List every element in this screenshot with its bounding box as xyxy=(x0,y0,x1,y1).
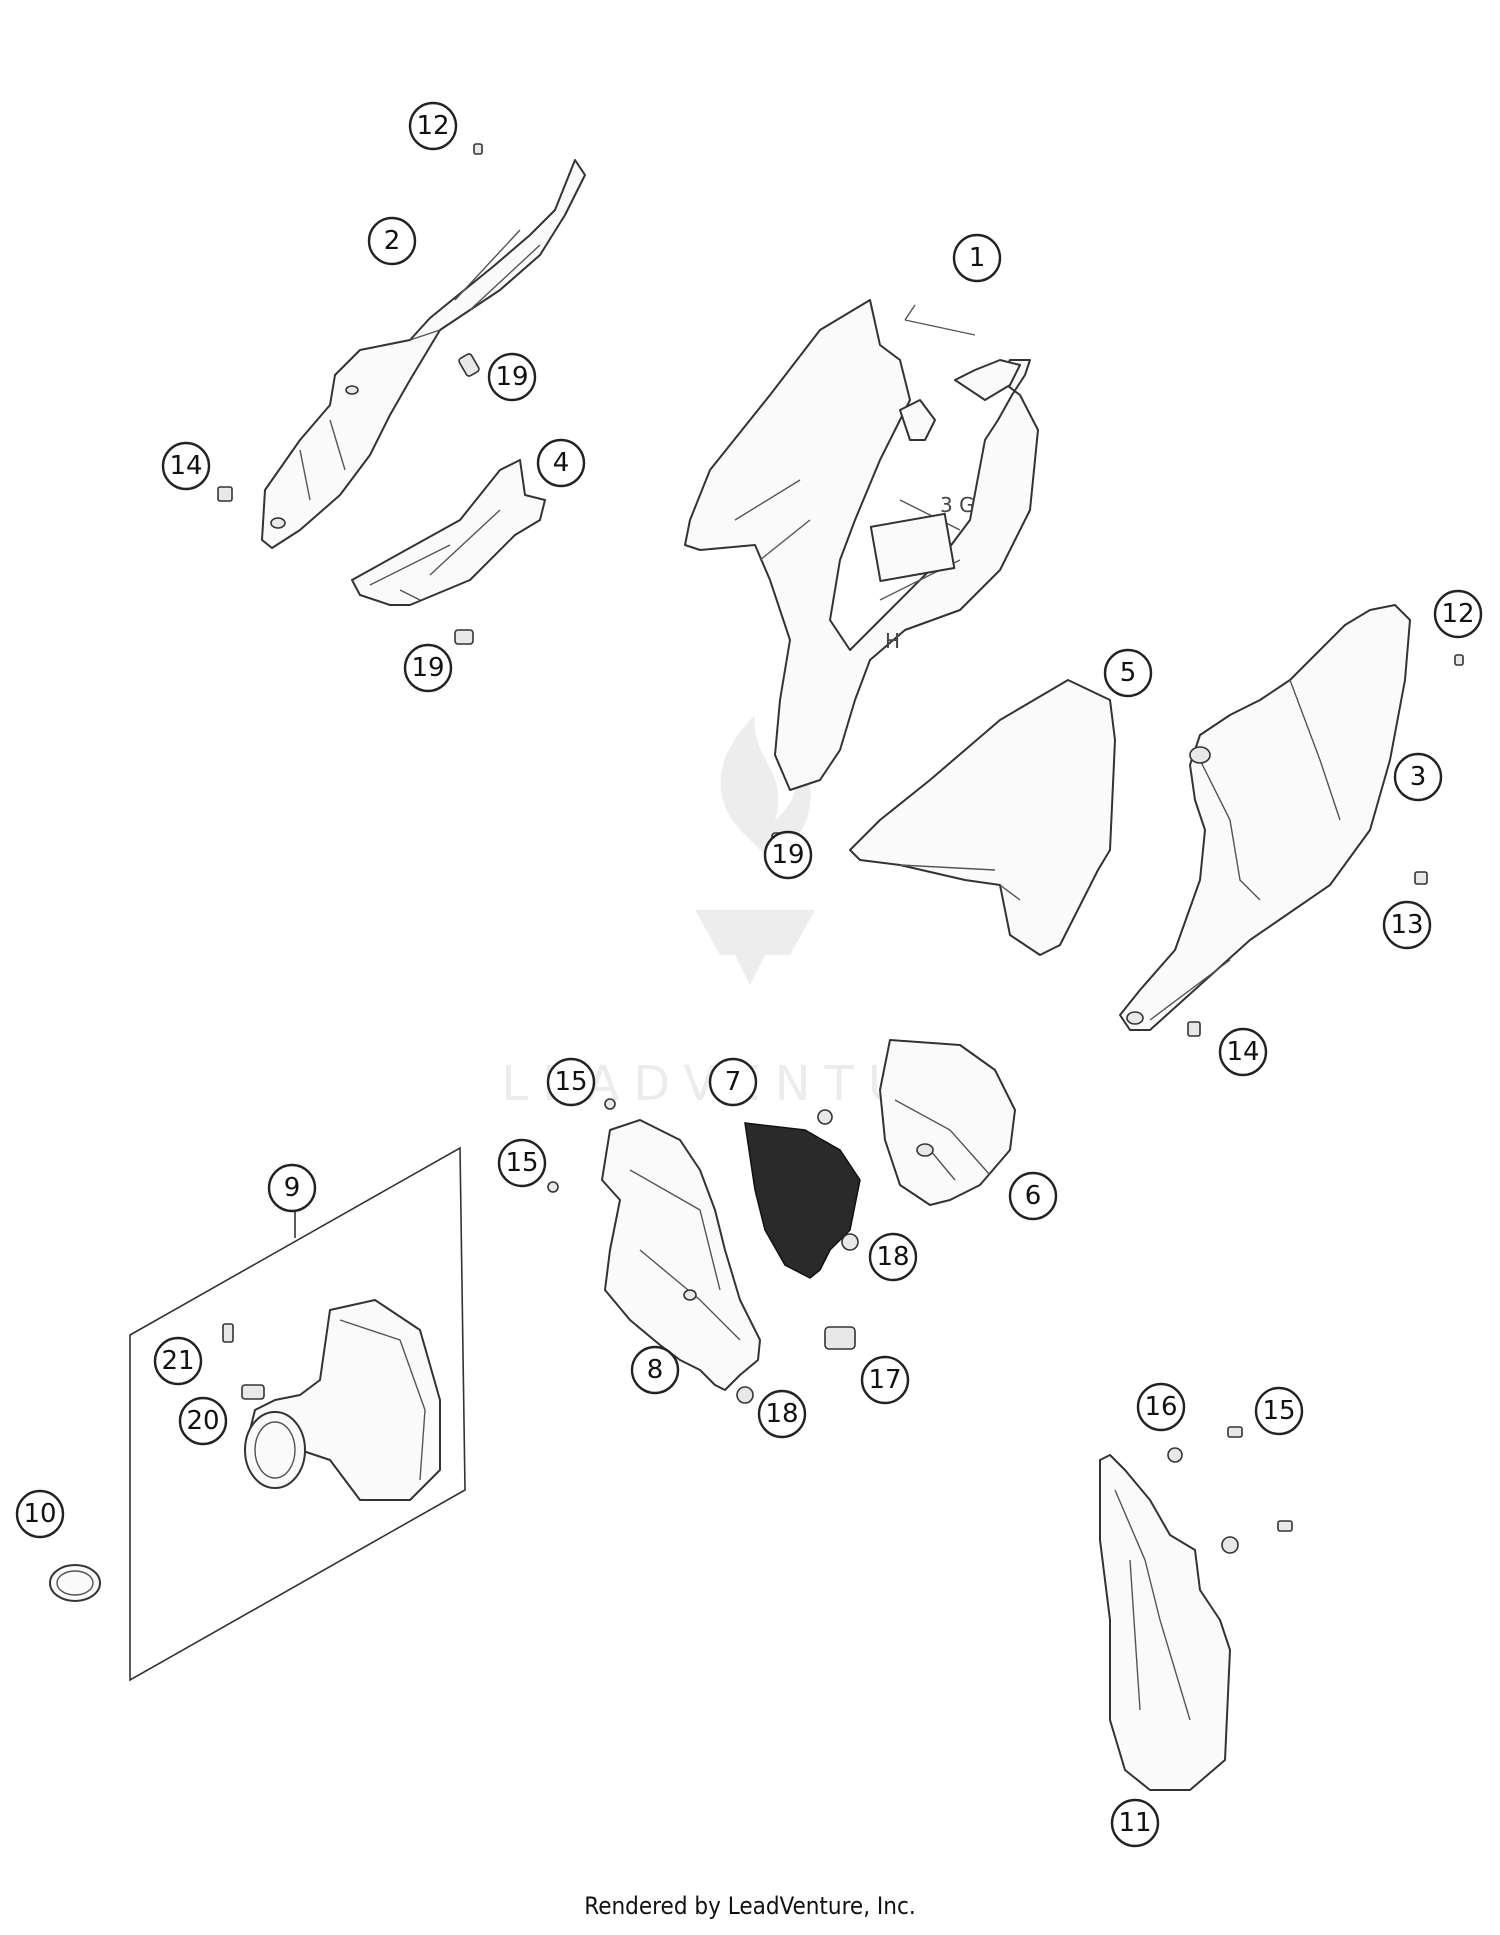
callout-15: 15 xyxy=(1254,1386,1304,1436)
svg-text:11: 11 xyxy=(1118,1808,1151,1838)
svg-text:1: 1 xyxy=(969,243,986,273)
svg-text:2: 2 xyxy=(384,226,401,256)
svg-text:6: 6 xyxy=(1025,1181,1042,1211)
callout-19: 19 xyxy=(403,643,453,693)
svg-text:12: 12 xyxy=(416,111,449,141)
part-9-intake-boot xyxy=(244,1299,441,1501)
svg-text:15: 15 xyxy=(1262,1396,1295,1426)
svg-text:16: 16 xyxy=(1144,1392,1177,1422)
callout-20: 20 xyxy=(178,1396,228,1446)
svg-text:3: 3 xyxy=(1410,762,1427,792)
svg-text:15: 15 xyxy=(554,1067,587,1097)
callout-1: 1 xyxy=(952,233,1002,283)
footer-credit: Rendered by LeadVenture, Inc. xyxy=(584,1892,916,1920)
svg-text:13: 13 xyxy=(1390,910,1423,940)
callout-6: 6 xyxy=(1008,1171,1058,1221)
part-7-air-filter xyxy=(744,1122,861,1279)
svg-text:5: 5 xyxy=(1120,658,1137,688)
callout-21: 21 xyxy=(153,1336,203,1386)
callout-14: 14 xyxy=(1218,1027,1268,1077)
callout-17: 17 xyxy=(860,1355,910,1405)
callout-5: 5 xyxy=(1103,648,1153,698)
part-5-side-cover xyxy=(849,679,1116,956)
callout-4: 4 xyxy=(536,438,586,488)
callout-8: 8 xyxy=(630,1345,680,1395)
svg-text:12: 12 xyxy=(1441,599,1474,629)
svg-text:14: 14 xyxy=(1226,1037,1259,1067)
callout-16: 16 xyxy=(1136,1382,1186,1432)
callout-12: 12 xyxy=(1433,589,1483,639)
svg-text:17: 17 xyxy=(868,1365,901,1395)
part-3-right-side-trim xyxy=(1119,604,1411,1031)
svg-text:10: 10 xyxy=(23,1499,56,1529)
svg-text:21: 21 xyxy=(161,1346,194,1376)
svg-text:H: H xyxy=(885,629,900,653)
svg-text:18: 18 xyxy=(876,1242,909,1272)
svg-text:18: 18 xyxy=(765,1399,798,1429)
part-6-filter-cover xyxy=(879,1039,1016,1206)
part-10-hose-clamp xyxy=(49,1564,101,1602)
part-8-airbox-frame xyxy=(601,1119,761,1391)
callout-9: 9 xyxy=(267,1163,317,1213)
part-1-airbox-housing: 3 G H xyxy=(684,299,1039,791)
callout-12: 12 xyxy=(408,101,458,151)
svg-text:8: 8 xyxy=(647,1355,664,1385)
callout-7: 7 xyxy=(708,1057,758,1107)
leadventure-watermark-logo xyxy=(695,715,815,985)
callout-18: 18 xyxy=(868,1232,918,1282)
svg-text:9: 9 xyxy=(284,1173,301,1203)
svg-text:19: 19 xyxy=(495,362,528,392)
callout-15: 15 xyxy=(497,1138,547,1188)
callout-11: 11 xyxy=(1110,1798,1160,1848)
callout-3: 3 xyxy=(1393,752,1443,802)
svg-text:19: 19 xyxy=(771,840,804,870)
svg-text:7: 7 xyxy=(725,1067,742,1097)
part-11-lower-guard xyxy=(1099,1454,1231,1791)
svg-text:19: 19 xyxy=(411,653,444,683)
svg-text:4: 4 xyxy=(553,448,570,478)
svg-text:14: 14 xyxy=(169,451,202,481)
part-2-side-trim xyxy=(261,159,586,549)
callout-19: 19 xyxy=(487,352,537,402)
callout-13: 13 xyxy=(1382,900,1432,950)
callout-2: 2 xyxy=(367,216,417,266)
callout-14: 14 xyxy=(161,441,211,491)
callout-19: 19 xyxy=(763,830,813,880)
part-4-bracket-panel xyxy=(351,459,546,606)
callout-18: 18 xyxy=(757,1389,807,1439)
callout-10: 10 xyxy=(15,1489,65,1539)
svg-text:15: 15 xyxy=(505,1148,538,1178)
hardware-fasteners xyxy=(217,143,1464,1554)
svg-text:3 G: 3 G xyxy=(940,493,975,517)
callout-15: 15 xyxy=(546,1057,596,1107)
svg-text:20: 20 xyxy=(186,1406,219,1436)
